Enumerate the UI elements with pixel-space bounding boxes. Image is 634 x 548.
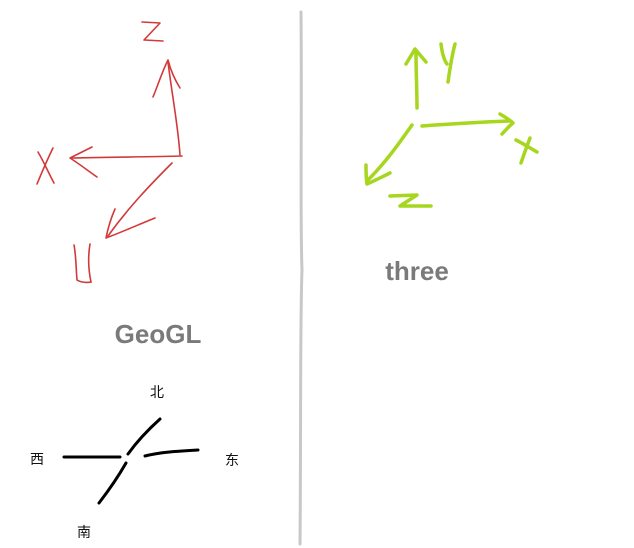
compass-north-line [126, 417, 162, 456]
panel-divider [298, 10, 304, 546]
geogl-y-axis [107, 162, 173, 237]
three-axes [364, 42, 539, 208]
three-y-axis [414, 50, 419, 110]
compass-west-label: 西 [30, 452, 44, 468]
geogl-y-arrowhead [105, 208, 156, 239]
compass-north-label: 北 [150, 385, 164, 401]
three-z-label-glyph [388, 193, 433, 208]
geogl-title: GeoGL [115, 319, 202, 349]
geogl-z-label-glyph [141, 21, 164, 42]
compass-east-line [143, 448, 200, 458]
compass-diagram [62, 417, 200, 505]
geogl-x-label-glyph [36, 147, 55, 185]
geogl-z-arrowhead [152, 59, 181, 98]
geogl-z-axis [167, 61, 181, 156]
geogl-x-axis [71, 155, 183, 159]
geogl-y-label-glyph [73, 243, 92, 284]
geogl-x-arrowhead [69, 146, 98, 178]
compass-south-line [97, 461, 128, 505]
compass-east-label: 东 [225, 453, 239, 469]
three-title: three [385, 256, 449, 286]
three-z-arrowhead [364, 163, 392, 186]
three-y-label-glyph [439, 42, 457, 84]
three-y-arrowhead [404, 47, 428, 66]
three-x-axis [420, 119, 512, 128]
three-z-axis [366, 123, 414, 182]
three-x-label-glyph [514, 136, 539, 165]
geogl-axes [36, 21, 183, 284]
compass-south-label: 南 [77, 525, 91, 541]
three-x-arrowhead [498, 112, 515, 136]
